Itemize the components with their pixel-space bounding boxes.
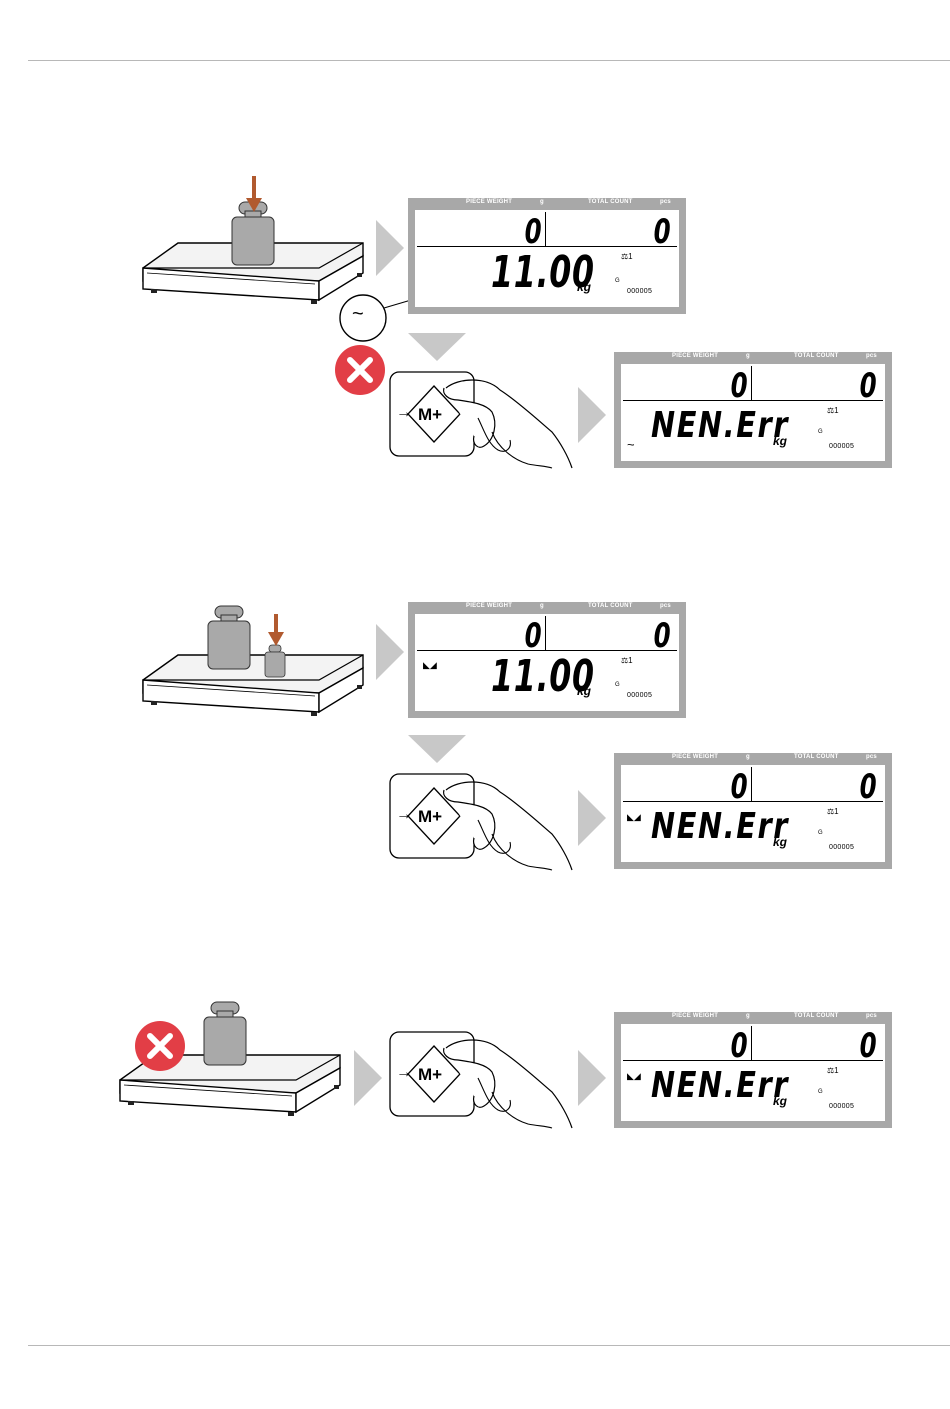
total-count-value: 0	[859, 767, 877, 807]
balance-icon: ⚖1	[827, 807, 839, 816]
balance-icon: ⚖1	[827, 1066, 839, 1075]
balance-number: 1	[834, 406, 839, 415]
total-count-label: TOTAL COUNT	[794, 1013, 839, 1019]
memory-mark-icon: ◣◢	[627, 1071, 641, 1081]
main-error-value: NEN.Err	[651, 1065, 790, 1106]
total-unit-label: pcs	[660, 199, 671, 205]
down-arrow-icon	[246, 176, 262, 212]
balance-icon: ⚖1	[621, 252, 633, 261]
total-count-label: TOTAL COUNT	[794, 754, 839, 760]
main-error-value: NEN.Err	[651, 405, 790, 446]
scale-display-1: PIECE WEIGHT g TOTAL COUNT pcs 0 0 ⚖1 11…	[408, 198, 686, 314]
total-count-label: TOTAL COUNT	[588, 199, 633, 205]
stability-indicator: ~	[627, 437, 635, 452]
chevron-down-icon	[408, 333, 466, 361]
piece-unit-label: g	[540, 199, 544, 205]
piece-weight-value: 0	[730, 1026, 748, 1066]
x-circle-icon	[135, 1021, 185, 1071]
chevron-right-icon	[354, 1050, 382, 1106]
balance-number: 1	[628, 656, 633, 665]
scale-2	[142, 654, 364, 717]
chevron-right-icon	[376, 624, 404, 680]
total-unit-label: pcs	[866, 754, 877, 760]
memory-mark-icon: ◣◢	[627, 812, 641, 822]
small-weight	[264, 644, 286, 678]
top-rule	[28, 60, 950, 61]
scale-display-5: PIECE WEIGHT g TOTAL COUNT pcs 0 0 ◣◢ ⚖1…	[614, 1012, 892, 1128]
total-count-label: TOTAL COUNT	[794, 353, 839, 359]
scale-display-4: PIECE WEIGHT g TOTAL COUNT pcs 0 0 ◣◢ ⚖1…	[614, 753, 892, 869]
piece-weight-label: PIECE WEIGHT	[466, 199, 513, 205]
x-circle-icon	[335, 345, 385, 395]
total-unit-label: pcs	[866, 353, 877, 359]
kg-unit: kg	[773, 1094, 788, 1108]
piece-weight-label: PIECE WEIGHT	[672, 754, 719, 760]
g-marker: G	[818, 830, 823, 836]
total-unit-label: pcs	[660, 603, 671, 609]
chevron-right-icon	[376, 220, 404, 276]
total-count-value: 0	[859, 366, 877, 406]
m-plus-key-press-1[interactable]: → M+	[388, 370, 578, 470]
piece-weight-label: PIECE WEIGHT	[672, 1013, 719, 1019]
balance-icon: ⚖1	[621, 656, 633, 665]
chevron-right-icon	[578, 790, 606, 846]
total-count-value: 0	[653, 212, 671, 252]
stability-glyph: ~	[352, 303, 364, 325]
g-marker: G	[818, 1089, 823, 1095]
total-count-value: 0	[653, 616, 671, 656]
counter-value: 000005	[829, 443, 855, 450]
key-arrow: →	[396, 806, 412, 823]
balance-number: 1	[834, 807, 839, 816]
counter-value: 000005	[627, 288, 653, 295]
counter-value: 000005	[627, 692, 653, 699]
piece-weight-value: 0	[524, 212, 542, 252]
g-marker: G	[615, 682, 620, 688]
total-count-label: TOTAL COUNT	[588, 603, 633, 609]
piece-unit-label: g	[746, 754, 750, 760]
key-label: M+	[418, 405, 443, 424]
weight-3	[203, 1001, 247, 1066]
weight-2	[207, 605, 251, 670]
kg-unit: kg	[773, 434, 788, 448]
key-arrow: →	[396, 1064, 412, 1081]
main-weight-value: 11.00	[491, 247, 595, 298]
memory-mark-icon: ◣◢	[423, 660, 437, 670]
key-label: M+	[418, 807, 443, 826]
g-marker: G	[615, 278, 620, 284]
piece-weight-label: PIECE WEIGHT	[466, 603, 513, 609]
key-label: M+	[418, 1065, 443, 1084]
kg-unit: kg	[577, 280, 592, 294]
m-plus-key-press-3[interactable]: → M+	[388, 1030, 578, 1130]
piece-weight-label: PIECE WEIGHT	[672, 353, 719, 359]
main-error-value: NEN.Err	[651, 806, 790, 847]
main-weight-value: 11.00	[491, 651, 595, 702]
g-marker: G	[818, 429, 823, 435]
balance-number: 1	[834, 1066, 839, 1075]
piece-unit-label: g	[746, 353, 750, 359]
scale-display-2: PIECE WEIGHT g TOTAL COUNT pcs 0 0 ⚖1 ~ …	[614, 352, 892, 468]
kg-unit: kg	[577, 684, 592, 698]
chevron-down-icon	[408, 735, 466, 763]
balance-number: 1	[628, 252, 633, 261]
piece-weight-value: 0	[730, 366, 748, 406]
bottom-rule	[28, 1345, 950, 1346]
chevron-right-icon	[578, 1050, 606, 1106]
total-unit-label: pcs	[866, 1013, 877, 1019]
total-count-value: 0	[859, 1026, 877, 1066]
balance-icon: ⚖1	[827, 406, 839, 415]
m-plus-key-press-2[interactable]: → M+	[388, 772, 578, 872]
piece-unit-label: g	[746, 1013, 750, 1019]
piece-weight-value: 0	[730, 767, 748, 807]
kg-unit: kg	[773, 835, 788, 849]
scale-display-3: PIECE WEIGHT g TOTAL COUNT pcs 0 0 ◣◢ ⚖1…	[408, 602, 686, 718]
piece-unit-label: g	[540, 603, 544, 609]
counter-value: 000005	[829, 1103, 855, 1110]
piece-weight-value: 0	[524, 616, 542, 656]
counter-value: 000005	[829, 844, 855, 851]
chevron-right-icon	[578, 387, 606, 443]
stability-zoom-bubble	[339, 294, 387, 342]
key-arrow: →	[396, 404, 412, 421]
down-arrow-icon	[268, 614, 284, 646]
